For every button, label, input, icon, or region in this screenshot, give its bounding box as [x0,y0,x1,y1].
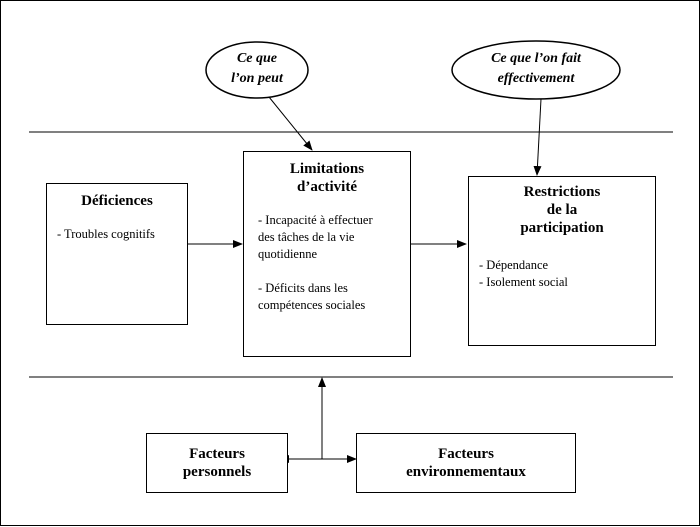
limitations-item-incapacite: - Incapacité à effectuer des tâches de l… [258,213,373,261]
restrictions-box: Restrictions de la participation - Dépen… [468,176,656,346]
restrictions-title: Restrictions de la participation [520,184,604,236]
environmental-factors-box: Facteurs environnementaux [356,433,576,493]
performance-label: Ce que l’on fait effectivement [491,51,581,86]
performance-to-restrictions-arrow [533,98,542,176]
capacity-ellipse [205,41,309,99]
limitations-title: Limitations d’activité [289,161,365,195]
environmental-factors-title: Facteurs environnementaux [406,446,526,480]
deficiences-box: Déficiences - Troubles cognitifs [46,183,188,325]
capacity-to-limitations-arrow [268,96,313,151]
performance-ellipse [451,40,621,100]
deficiences-items: - Troubles cognitifs [57,227,155,241]
restrictions-items: - Dépendance - Isolement social [479,258,568,289]
personal-factors-title: Facteurs personnels [182,446,252,480]
capacity-label: Ce que l’on peut [231,51,283,86]
limitations-box: Limitations d’activité - Incapacité à ef… [243,151,411,357]
deficiences-title: Déficiences [81,193,153,209]
limitations-item-deficits: - Déficits dans les compétences sociales [258,281,366,312]
personal-factors-box: Facteurs personnels [146,433,288,493]
